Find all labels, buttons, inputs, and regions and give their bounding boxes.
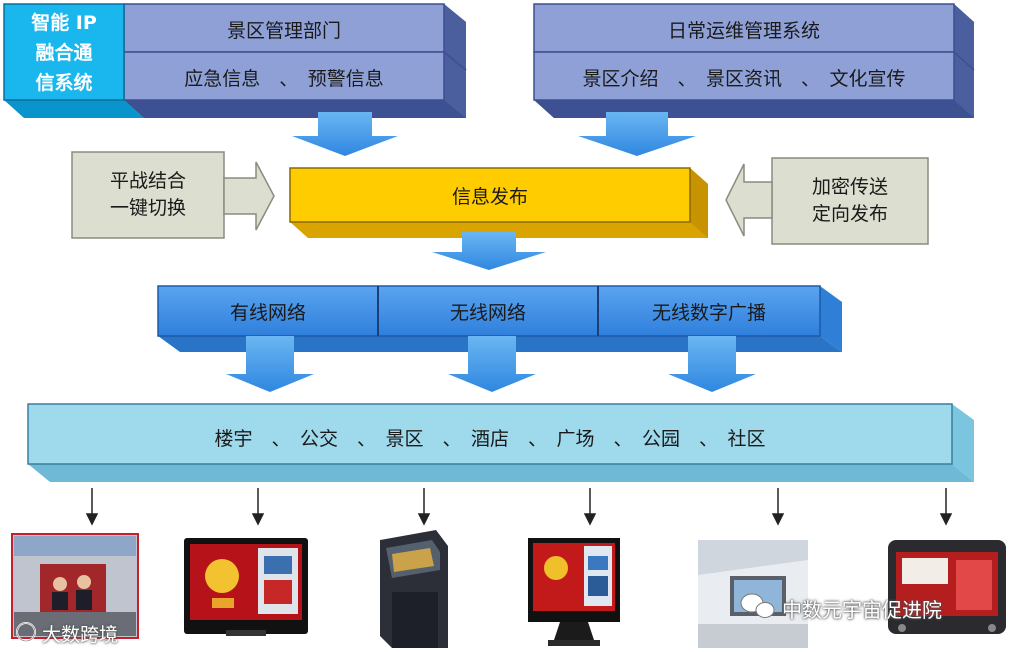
- network-label-wired: 有线网络: [158, 298, 378, 325]
- tv-display-image: [184, 538, 308, 636]
- ops-system-items: 景区介绍 、 景区资讯 、 文化宣传: [534, 64, 954, 91]
- network-label-wireless: 无线网络: [378, 298, 598, 325]
- scenic-management-items: 应急信息 、 预警信息: [124, 64, 444, 91]
- network-label-broadcast: 无线数字广播: [598, 298, 820, 325]
- scenic-management-title: 景区管理部门: [124, 16, 444, 43]
- watermark-left: 大数跨境: [42, 620, 118, 647]
- watermark-right: 中数元宇宙促进院: [782, 594, 942, 623]
- down-arrow-left: [292, 112, 398, 156]
- info-publish-label: 信息发布: [290, 182, 690, 209]
- ip-system-label: 智能 IP 融合通 信系统: [6, 8, 122, 98]
- right-side-label: 加密传送 定向发布: [772, 174, 928, 228]
- device-arrows: [87, 488, 951, 524]
- left-side-label: 平战结合 一键切换: [72, 168, 224, 222]
- kiosk-image: [380, 530, 448, 648]
- destinations-label: 楼宇 、 公交 、 景区 、 酒店 、 广场 、 公园 、 社区: [28, 424, 952, 451]
- monitor-image: [528, 538, 620, 646]
- down-arrow-right: [578, 112, 696, 156]
- ops-system-title: 日常运维管理系统: [534, 16, 954, 43]
